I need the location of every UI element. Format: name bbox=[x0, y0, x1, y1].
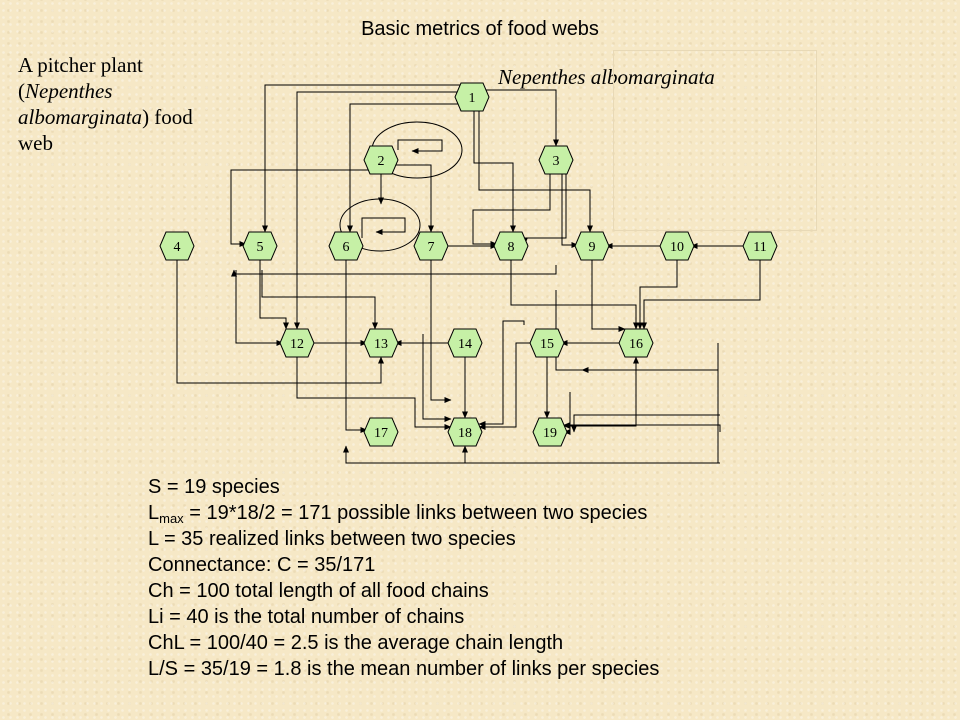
caption-line-1: A pitcher plant bbox=[18, 53, 143, 77]
species-node-label: 12 bbox=[290, 337, 304, 352]
metric-links: L = 35 realized links between two specie… bbox=[148, 528, 516, 550]
food-web-link bbox=[561, 174, 579, 248]
food-web-link bbox=[510, 259, 639, 330]
species-node-label: 14 bbox=[458, 337, 472, 352]
food-web-link bbox=[262, 84, 465, 233]
food-web-link bbox=[294, 91, 465, 330]
metric-chain-count: Li = 40 is the total number of chains bbox=[148, 606, 465, 628]
food-web-link bbox=[393, 164, 434, 233]
species-node-label: 15 bbox=[540, 337, 554, 352]
metric-average-chain-length: ChL = 100/40 = 2.5 is the average chain … bbox=[148, 632, 564, 654]
food-web-link bbox=[296, 357, 452, 430]
food-web-link bbox=[480, 89, 559, 147]
species-node-18: 18 bbox=[447, 417, 483, 447]
species-node-8: 8 bbox=[493, 231, 529, 261]
species-node-label: 1 bbox=[469, 91, 476, 106]
species-node-4: 4 bbox=[159, 231, 195, 261]
food-web-link bbox=[641, 259, 761, 330]
species-node-label: 18 bbox=[458, 426, 472, 441]
food-web-link bbox=[478, 104, 593, 233]
caption-line-4: web bbox=[18, 131, 53, 155]
caption-line-2: (Nepenthes bbox=[18, 79, 113, 103]
species-node-label: 6 bbox=[343, 240, 350, 255]
food-web-link bbox=[261, 270, 378, 330]
species-node-11: 11 bbox=[742, 231, 778, 261]
species-node-label: 13 bbox=[374, 337, 388, 352]
food-web-link bbox=[422, 334, 452, 422]
species-node-15: 15 bbox=[529, 328, 565, 358]
species-label: Nepenthes albomarginata bbox=[498, 65, 715, 89]
species-node-10: 10 bbox=[659, 231, 695, 261]
metrics-list: S = 19 species Lmax = 19*18/2 = 171 poss… bbox=[148, 474, 659, 682]
species-node-13: 13 bbox=[363, 328, 399, 358]
species-node-5: 5 bbox=[242, 231, 278, 261]
species-node-16: 16 bbox=[618, 328, 654, 358]
food-web-link bbox=[230, 169, 376, 247]
metric-connectance: Connectance: C = 35/171 bbox=[148, 554, 376, 576]
food-web-link bbox=[176, 259, 384, 384]
species-node-6: 6 bbox=[328, 231, 364, 261]
food-web-link bbox=[478, 342, 533, 430]
species-node-label: 8 bbox=[508, 240, 515, 255]
species-node-label: 9 bbox=[589, 240, 596, 255]
food-web-link bbox=[430, 259, 452, 403]
food-web-link bbox=[581, 343, 719, 373]
species-node-17: 17 bbox=[363, 417, 399, 447]
metric-species: S = 19 species bbox=[148, 476, 280, 498]
metric-links-per-species: L/S = 35/19 = 1.8 is the mean number of … bbox=[148, 658, 660, 680]
species-node-3: 3 bbox=[538, 145, 574, 175]
species-node-7: 7 bbox=[413, 231, 449, 261]
photo-frame bbox=[613, 50, 817, 231]
food-web-link bbox=[472, 174, 551, 247]
species-node-9: 9 bbox=[574, 231, 610, 261]
cannibalism-loops bbox=[339, 121, 463, 252]
diagram-caption: A pitcher plant (Nepenthes albomarginata… bbox=[18, 52, 233, 156]
food-web-link bbox=[563, 357, 637, 429]
food-web-link bbox=[571, 414, 720, 433]
food-web-links bbox=[176, 84, 761, 464]
food-web-link bbox=[231, 265, 557, 277]
species-node-label: 4 bbox=[174, 240, 181, 255]
species-node-19: 19 bbox=[532, 417, 568, 447]
food-web-link bbox=[343, 343, 719, 464]
page-title: Basic metrics of food webs bbox=[361, 18, 599, 40]
food-web-link bbox=[462, 445, 720, 464]
food-web-link bbox=[345, 259, 368, 433]
food-web-link bbox=[478, 320, 525, 427]
species-node-1: 1 bbox=[454, 82, 490, 112]
cannibalism-loop-2-line bbox=[397, 139, 443, 154]
food-web-link bbox=[555, 290, 639, 371]
species-node-label: 3 bbox=[553, 154, 560, 169]
cannibalism-loop-6 bbox=[339, 198, 421, 252]
metric-chain-length-total: Ch = 100 total length of all food chains bbox=[148, 580, 489, 602]
food-web-link bbox=[235, 270, 284, 346]
species-node-label: 5 bbox=[257, 240, 264, 255]
species-node-label: 17 bbox=[374, 426, 388, 441]
food-web-link bbox=[637, 259, 678, 330]
food-web-link bbox=[522, 174, 567, 245]
species-node-2: 2 bbox=[363, 145, 399, 175]
species-node-14: 14 bbox=[447, 328, 483, 358]
species-node-label: 16 bbox=[629, 337, 643, 352]
food-web-link bbox=[563, 422, 721, 432]
food-web-link bbox=[347, 103, 465, 233]
species-node-label: 7 bbox=[428, 240, 435, 255]
food-web-link bbox=[259, 259, 289, 330]
caption-line-3: albomarginata) food bbox=[18, 105, 193, 129]
cannibalism-loop-6-line bbox=[361, 217, 406, 238]
species-node-12: 12 bbox=[279, 328, 315, 358]
species-node-label: 2 bbox=[378, 154, 385, 169]
metric-lmax: Lmax = 19*18/2 = 171 possible links betw… bbox=[148, 502, 648, 526]
species-node-label: 10 bbox=[670, 240, 684, 255]
species-node-label: 19 bbox=[543, 426, 557, 441]
food-web-link bbox=[591, 259, 626, 332]
food-web-link bbox=[473, 110, 516, 233]
species-node-label: 11 bbox=[753, 240, 766, 255]
